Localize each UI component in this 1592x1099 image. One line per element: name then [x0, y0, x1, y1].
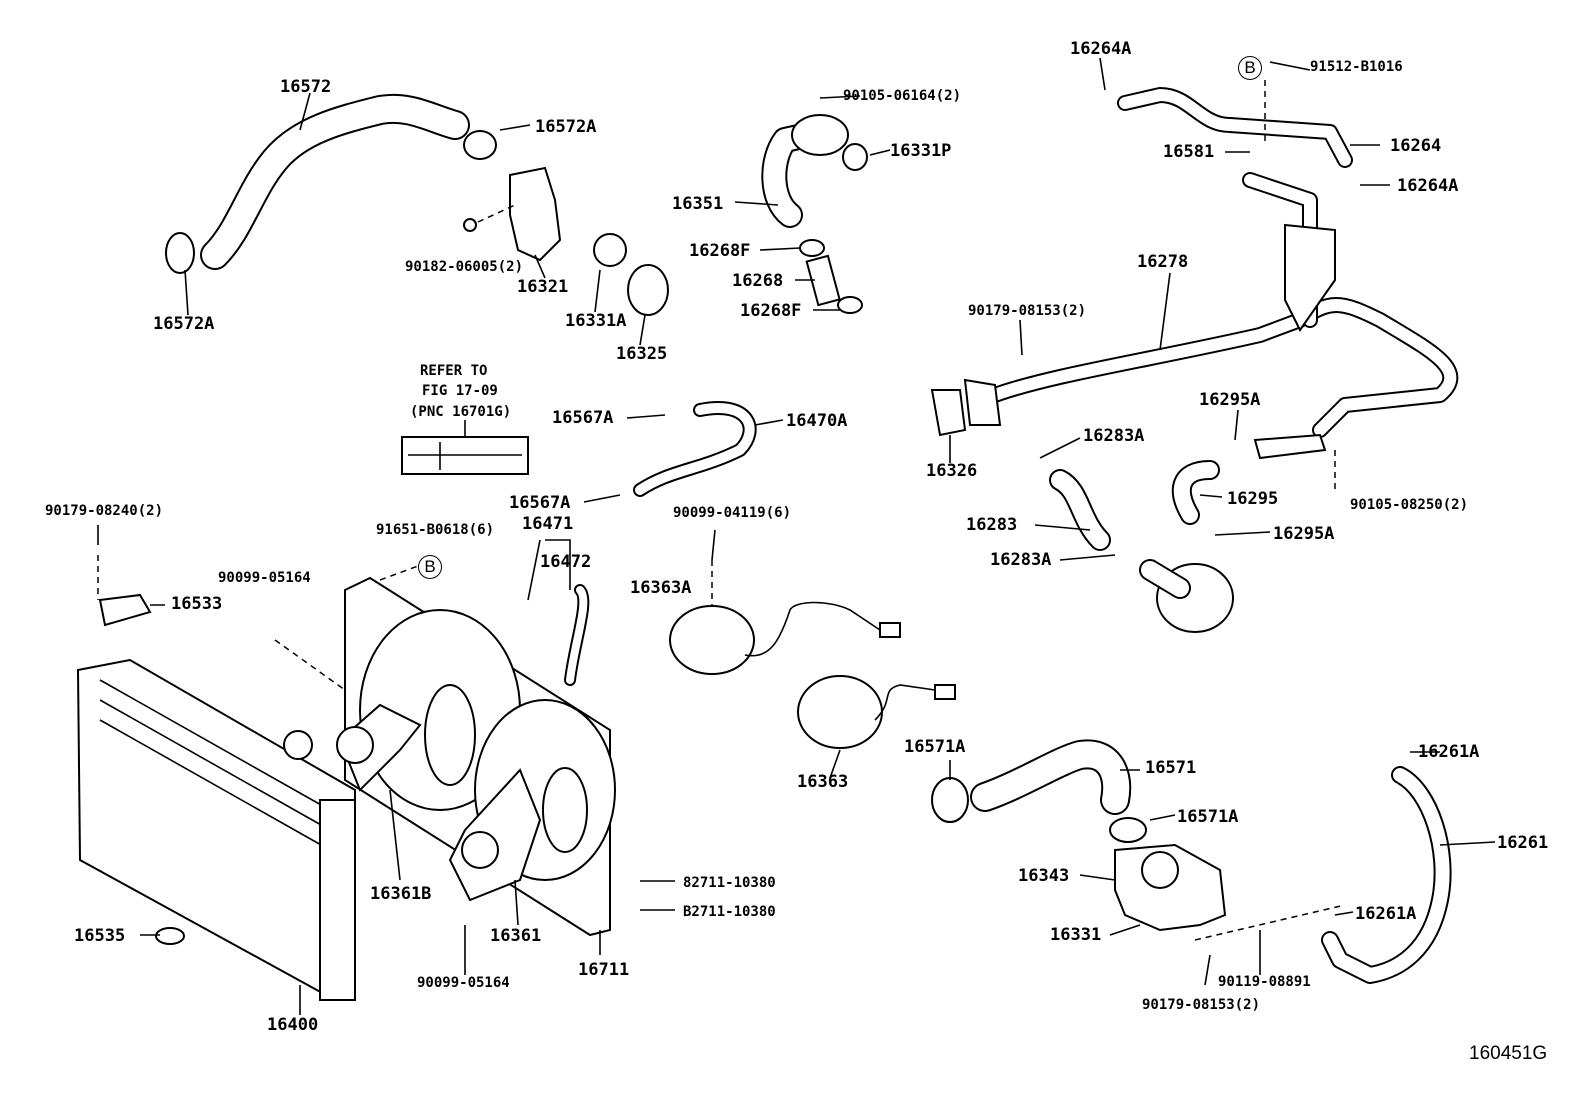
bolt: [463, 218, 477, 232]
part-number-label: 90099-05164: [417, 975, 510, 991]
part-number-label: 16331P: [890, 141, 952, 161]
part-number-label: 16363: [797, 772, 849, 792]
thermostat: [593, 233, 627, 267]
cooling-fan-16361B: [336, 703, 422, 792]
part-number-label: 16400: [267, 1015, 319, 1035]
part-number-label: 16283A: [990, 550, 1052, 570]
part-number-label: 16295A: [1273, 524, 1335, 544]
part-number-label: 16295A: [1199, 390, 1261, 410]
part-number-label: 16472: [540, 552, 592, 572]
fan-motor-16363A: [669, 601, 901, 675]
part-number-label: 16535: [74, 926, 126, 946]
hose-clamp: [463, 130, 497, 160]
part-number-label: FIG 17-09: [422, 383, 498, 399]
part-number-label: 90182-06005(2): [405, 259, 524, 275]
part-number-label: 16567A: [509, 493, 571, 513]
part-number-label: 16261A: [1355, 904, 1417, 924]
gasket: [930, 389, 967, 437]
part-number-label: 16326: [926, 461, 978, 481]
part-number-label: 16268F: [740, 301, 802, 321]
fan-motor-16363: [797, 675, 956, 749]
part-number-label: 16261A: [1418, 742, 1480, 762]
part-number-label: B2711-10380: [683, 904, 776, 920]
part-number-label: 16572: [280, 77, 332, 97]
part-number-label: 16264: [1390, 136, 1442, 156]
part-number-label: 16343: [1018, 866, 1070, 886]
upper-radiator-hose: [200, 93, 470, 270]
part-number-label: 16264A: [1070, 39, 1132, 59]
part-number-label: 90179-08153(2): [968, 303, 1087, 319]
part-number-label: 16261: [1497, 833, 1549, 853]
part-number-label: 90179-08153(2): [1142, 997, 1261, 1013]
figure-code: 160451G: [1469, 1043, 1548, 1064]
part-number-label: (PNC 16701G): [410, 404, 512, 420]
water-bypass-pipe: [761, 117, 843, 228]
part-number-label: 16533: [171, 594, 223, 614]
part-number-label: 16361: [490, 926, 542, 946]
part-number-label: 16470A: [786, 411, 848, 431]
part-number-label: 90099-04119(6): [673, 505, 792, 521]
part-number-label: 16325: [616, 344, 668, 364]
part-number-label: 16571A: [904, 737, 966, 757]
part-number-label: 16321: [517, 277, 569, 297]
part-number-label: 91651-B0618(6): [376, 522, 495, 538]
part-number-label: 16363A: [630, 578, 692, 598]
hose: [805, 254, 841, 307]
water-inlet: [509, 166, 562, 262]
part-number-label: 16268: [732, 271, 784, 291]
part-number-label: 16572A: [153, 314, 215, 334]
reference-marker-b: B: [418, 555, 442, 579]
thermostat-gasket: [627, 264, 669, 316]
part-number-label: REFER TO: [420, 363, 488, 379]
radiator: [76, 658, 356, 1001]
part-number-label: 16567A: [552, 408, 614, 428]
hose-clamp: [165, 232, 195, 274]
part-number-label: 16295: [1227, 489, 1279, 509]
drain-plug: [155, 927, 185, 945]
part-number-label: 16283A: [1083, 426, 1145, 446]
cooling-fan-16361: [448, 768, 542, 902]
part-number-label: 16278: [1137, 252, 1189, 272]
part-number-label: 90119-08891: [1218, 974, 1311, 990]
part-number-label: 16351: [672, 194, 724, 214]
part-number-label: 16572A: [535, 117, 597, 137]
part-number-label: 16581: [1163, 142, 1215, 162]
part-number-label: 16283: [966, 515, 1018, 535]
part-number-label: 16264A: [1397, 176, 1459, 196]
part-number-label: 90179-08240(2): [45, 503, 164, 519]
part-number-label: 90099-05164: [218, 570, 311, 586]
bracket: [98, 593, 152, 627]
part-number-label: 16471: [522, 514, 574, 534]
part-number-label: 82711-10380: [683, 875, 776, 891]
part-number-label: 16711: [578, 960, 630, 980]
reference-marker-b: B: [1238, 56, 1262, 80]
gasket: [842, 143, 868, 171]
part-number-label: 16331A: [565, 311, 627, 331]
part-number-label: 90105-06164(2): [843, 88, 962, 104]
part-number-label: 16571: [1145, 758, 1197, 778]
part-number-label: 16268F: [689, 241, 751, 261]
part-number-label: 16331: [1050, 925, 1102, 945]
heater-hose: [1117, 87, 1353, 168]
part-number-label: 90105-08250(2): [1350, 497, 1469, 513]
part-number-label: 91512-B1016: [1310, 59, 1403, 75]
part-number-label: 16571A: [1177, 807, 1239, 827]
part-number-label: 16361B: [370, 884, 432, 904]
